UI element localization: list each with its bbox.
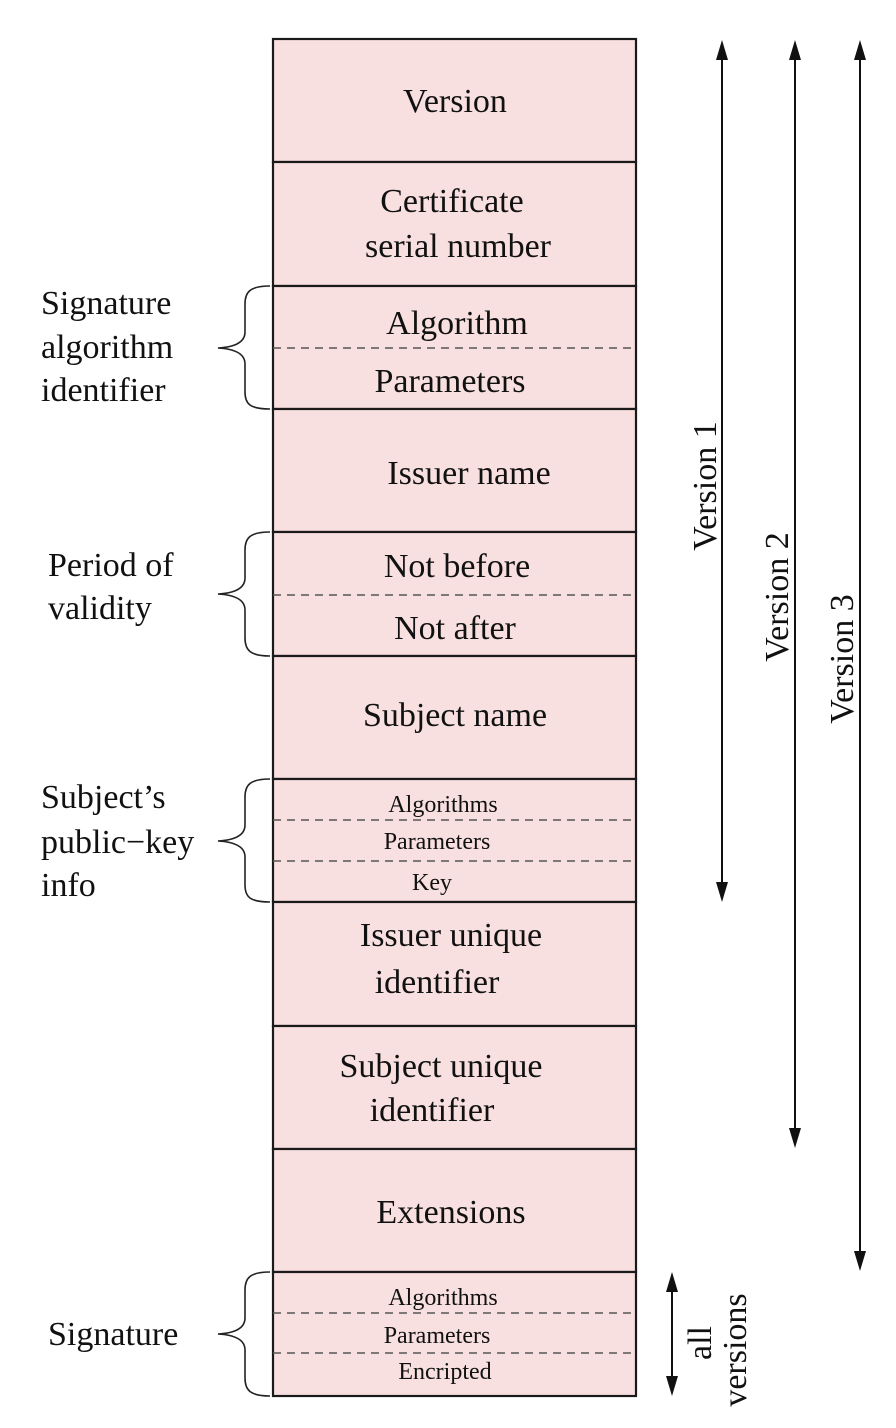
arrow-version-1-top: [716, 40, 728, 60]
label-pk-algorithms: Algorithms: [388, 792, 497, 818]
cell-issuer-unique-id: [271, 900, 638, 1028]
label-issuer-uid-line1: Issuer unique: [360, 917, 542, 954]
arrow-version-2-top: [789, 40, 801, 60]
label-version-2: Version 2: [759, 532, 796, 661]
cell-signature: [271, 1270, 638, 1398]
field-labels: Version Certificate serial number Algori…: [339, 83, 551, 1385]
cell-issuer-name: [271, 407, 638, 534]
sub-field-dividers: [273, 347, 636, 1354]
arrow-all-versions-bottom: [666, 1376, 678, 1396]
cell-subject-name: [271, 654, 638, 781]
cell-serial-number: [271, 160, 638, 288]
certificate-fields: [271, 37, 638, 1398]
brace-sig-alg-id: [217, 285, 271, 410]
label-subject-uid-line2: identifier: [370, 1092, 495, 1129]
label-serial-line2: serial number: [365, 228, 552, 265]
arrow-version-2-bottom: [789, 1128, 801, 1148]
group-signature: Signature: [48, 1316, 178, 1353]
brace-validity: [217, 531, 271, 657]
label-pk-parameters: Parameters: [384, 829, 491, 855]
label-sig-parameters: Parameters: [374, 363, 525, 400]
group-pubkey-line1: Subject’s: [41, 779, 166, 816]
label-serial-line1: Certificate: [380, 183, 523, 220]
cell-validity: [271, 530, 638, 658]
cell-extensions: [271, 1147, 638, 1274]
group-sig-alg-line3: identifier: [41, 372, 166, 409]
label-all-versions-line1: all: [682, 1326, 719, 1360]
cell-version: [271, 37, 638, 164]
cell-subject-unique-id: [271, 1024, 638, 1151]
label-version: Version: [403, 83, 507, 120]
brace-pubkey-info: [217, 778, 271, 903]
arrow-all-versions-top: [666, 1272, 678, 1292]
label-pk-key: Key: [412, 870, 452, 896]
label-not-before: Not before: [384, 548, 530, 585]
label-signature-encripted: Encripted: [398, 1359, 491, 1385]
label-issuer-uid-line2: identifier: [375, 964, 500, 1001]
version-arrows: Version 1 Version 2 Version 3 all versio…: [666, 40, 866, 1407]
label-signature-algorithms: Algorithms: [388, 1285, 497, 1311]
label-extensions: Extensions: [376, 1194, 525, 1231]
label-issuer-name: Issuer name: [387, 455, 550, 492]
label-subject-uid-line1: Subject unique: [339, 1048, 542, 1085]
label-version-3: Version 3: [824, 594, 861, 723]
label-subject-name: Subject name: [363, 697, 547, 734]
arrow-version-3-top: [854, 40, 866, 60]
label-version-1: Version 1: [687, 421, 724, 550]
group-sig-alg-line2: algorithm: [41, 329, 173, 366]
arrow-version-3-bottom: [854, 1251, 866, 1271]
label-not-after: Not after: [394, 610, 516, 647]
group-validity-line2: validity: [48, 590, 152, 627]
group-labels: Signature algorithm identifier Period of…: [41, 285, 194, 1353]
group-pubkey-line3: info: [41, 867, 96, 904]
brace-signature: [217, 1271, 271, 1397]
label-signature-parameters: Parameters: [384, 1323, 491, 1349]
group-braces: [217, 285, 271, 1397]
group-sig-alg-line1: Signature: [41, 285, 171, 322]
group-pubkey-line2: public−key: [41, 824, 194, 861]
label-all-versions-line2: versions: [717, 1293, 754, 1406]
group-validity-line1: Period of: [48, 547, 174, 584]
arrow-version-1-bottom: [716, 882, 728, 902]
label-sig-algorithm: Algorithm: [386, 305, 528, 342]
